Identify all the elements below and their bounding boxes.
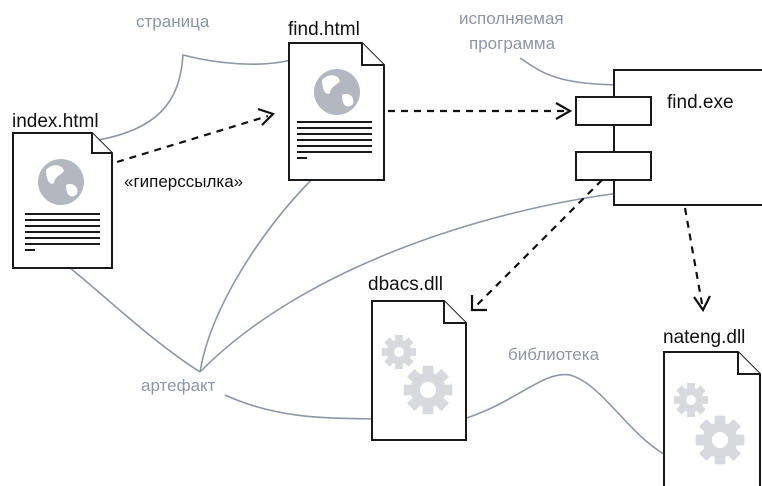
note-executable-line2: программа xyxy=(469,34,556,53)
dbacs-dll-artifact xyxy=(371,300,467,441)
hyperlink-stereotype: «гиперссылка» xyxy=(124,172,243,191)
find-html-artifact xyxy=(288,42,385,181)
component-port-top xyxy=(575,96,652,126)
index-html-label: index.html xyxy=(12,111,99,132)
find-html-label: find.html xyxy=(288,19,360,40)
globe-icon xyxy=(314,69,360,115)
find-exe-label: find.exe xyxy=(667,92,734,113)
exe-to-dbacs-arrow xyxy=(475,179,603,307)
hyperlink-arrowhead xyxy=(257,107,276,126)
component-port-bottom xyxy=(575,151,652,181)
note-library: библиотека xyxy=(508,345,600,364)
text-lines-icon xyxy=(25,213,100,251)
exe-to-nateng-arrowhead xyxy=(693,295,711,313)
artifact-note-line-dbacs xyxy=(224,394,381,420)
note-page: страница xyxy=(136,12,210,31)
library-note-line xyxy=(444,373,676,461)
hyperlink-arrow xyxy=(116,114,269,164)
artifact-note-line-find-exe xyxy=(199,191,628,373)
artifact-note-line-find-html xyxy=(199,170,321,373)
nateng-dll-label: nateng.dll xyxy=(663,327,745,348)
nateng-dll-artifact xyxy=(663,351,761,486)
note-executable-line1: исполняемая xyxy=(459,9,564,28)
note-artifact: артефакт xyxy=(141,376,216,395)
executable-note-line xyxy=(519,57,628,86)
find-html-to-exe-arrowhead xyxy=(555,102,573,120)
index-html-artifact xyxy=(12,132,113,269)
exe-to-dbacs-arrowhead xyxy=(470,295,487,312)
artifact-note-line-index xyxy=(63,262,201,373)
dependency-arrows xyxy=(116,102,711,313)
dbacs-dll-label: dbacs.dll xyxy=(368,274,443,295)
text-lines-icon xyxy=(297,121,372,159)
find-exe-component xyxy=(575,69,762,206)
globe-icon xyxy=(38,159,84,205)
page-note-line-index xyxy=(75,53,299,144)
exe-to-nateng-arrow xyxy=(683,207,704,305)
